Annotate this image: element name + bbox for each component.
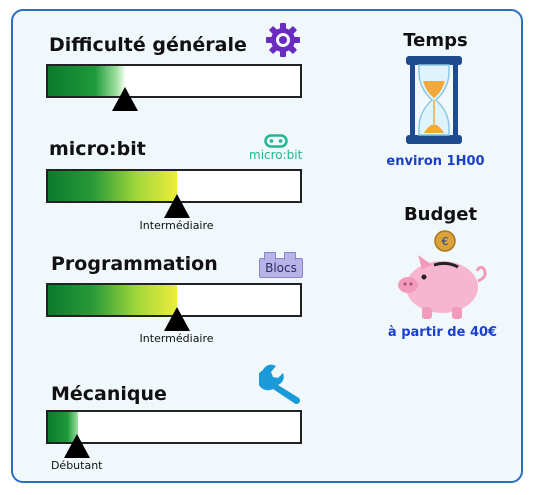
microbit-logo-icon bbox=[264, 134, 288, 148]
budget-value: à partir de 40€ bbox=[387, 325, 498, 340]
svg-text:€: € bbox=[442, 235, 449, 248]
difficulty-marker bbox=[112, 87, 139, 111]
piggy-bank-icon: € bbox=[398, 230, 487, 319]
microbit-marker bbox=[163, 194, 190, 218]
budget-title: Budget bbox=[403, 204, 478, 225]
programming-marker bbox=[163, 307, 190, 331]
hourglass-icon bbox=[406, 56, 462, 144]
microbit-level-label: Intermédiaire bbox=[139, 219, 214, 232]
blocs-badge: Blocs bbox=[259, 252, 303, 278]
programming-bar-fill bbox=[48, 285, 177, 315]
wrench-icon bbox=[259, 364, 301, 405]
difficulty-title: Difficulté générale bbox=[49, 34, 247, 56]
gear-icon bbox=[266, 23, 300, 57]
programming-level-label: Intermédiaire bbox=[139, 332, 214, 345]
mechanics-marker bbox=[63, 434, 90, 458]
mechanics-level-label: Débutant bbox=[50, 459, 103, 472]
mechanics-title: Mécanique bbox=[51, 383, 167, 405]
programming-title: Programmation bbox=[51, 253, 218, 275]
difficulty-bar bbox=[46, 64, 302, 98]
microbit-bar-fill bbox=[48, 171, 177, 201]
microbit-title: micro:bit bbox=[49, 138, 146, 160]
time-title: Temps bbox=[403, 30, 468, 51]
microbit-logo-text: micro:bit bbox=[249, 148, 303, 162]
time-value: environ 1H00 bbox=[386, 154, 485, 169]
